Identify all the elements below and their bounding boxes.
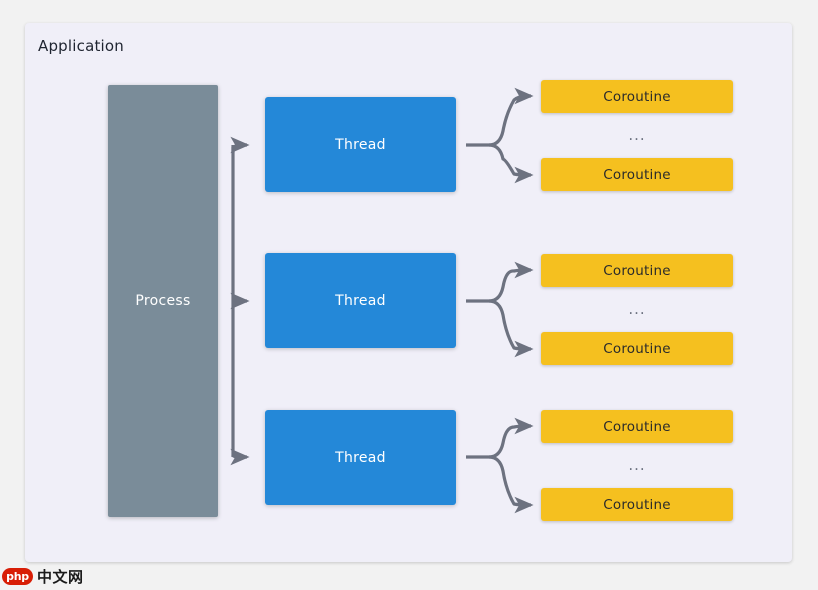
- coroutine-ellipsis-3: ...: [628, 456, 646, 474]
- coroutine-box-3-bottom: Coroutine: [541, 488, 733, 521]
- coroutine-label-1-top: Coroutine: [603, 88, 671, 105]
- thread-label-3: Thread: [335, 449, 386, 466]
- php-logo-icon: php: [2, 567, 33, 585]
- watermark: php 中文网: [2, 565, 84, 587]
- thread-label-2: Thread: [335, 292, 386, 309]
- coroutine-label-3-bottom: Coroutine: [603, 496, 671, 513]
- coroutine-box-2-bottom: Coroutine: [541, 332, 733, 365]
- coroutine-box-3-top: Coroutine: [541, 410, 733, 443]
- coroutine-box-1-top: Coroutine: [541, 80, 733, 113]
- watermark-site-text: 中文网: [37, 567, 84, 586]
- thread-label-1: Thread: [335, 136, 386, 153]
- process-label: Process: [135, 293, 191, 309]
- thread-box-2: Thread: [265, 253, 456, 348]
- coroutine-label-2-bottom: Coroutine: [603, 340, 671, 357]
- coroutine-label-1-bottom: Coroutine: [603, 166, 671, 183]
- coroutine-box-2-top: Coroutine: [541, 254, 733, 287]
- coroutine-ellipsis-2: ...: [628, 300, 646, 318]
- coroutine-label-3-top: Coroutine: [603, 418, 671, 435]
- coroutine-ellipsis-1: ...: [628, 126, 646, 144]
- thread-box-3: Thread: [265, 410, 456, 505]
- thread-box-1: Thread: [265, 97, 456, 192]
- coroutine-box-1-bottom: Coroutine: [541, 158, 733, 191]
- coroutine-label-2-top: Coroutine: [603, 262, 671, 279]
- process-box: Process: [108, 85, 218, 517]
- application-label: Application: [38, 37, 125, 55]
